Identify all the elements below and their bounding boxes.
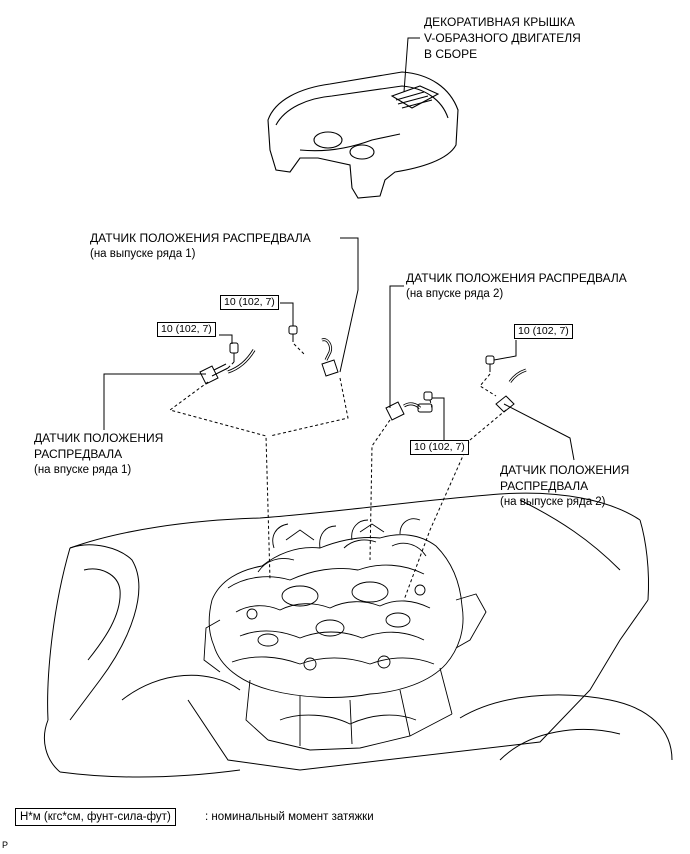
- sensor-intake-bank1-label: ДАТЧИК ПОЛОЖЕНИЯ РАСПРЕДВАЛА (на впуске …: [34, 430, 163, 478]
- engine-cover-illustration: [268, 72, 458, 198]
- engine-block-illustration: [204, 519, 486, 750]
- engine-cover-label-line1: ДЕКОРАТИВНАЯ КРЫШКА: [424, 15, 575, 29]
- sensor-exhaust-bank1-part: [289, 326, 338, 376]
- sensor-exhaust-bank1-label: ДАТЧИК ПОЛОЖЕНИЯ РАСПРЕДВАЛА (на выпуске…: [90, 230, 311, 262]
- sensor-exhaust-bank2-sub: (на выпуске ряда 2): [500, 496, 606, 508]
- sensor-intake-bank2-sub: (на впуске ряда 2): [406, 288, 504, 300]
- sensor-intake-bank2-title: ДАТЧИК ПОЛОЖЕНИЯ РАСПРЕДВАЛА: [406, 271, 627, 285]
- sensor-intake-bank1-title2: РАСПРЕДВАЛА: [34, 447, 123, 461]
- leader-exhaust-bank2: [504, 404, 574, 460]
- engine-cover-label-line3: В СБОРЕ: [424, 47, 478, 61]
- leader-bolt-exhaust-bank2: [494, 340, 516, 360]
- leader-bolt-exhaust-bank1: [280, 303, 293, 326]
- torque-box-exhaust-bank2: 10 (102, 7): [514, 324, 573, 339]
- sensor-intake-bank2-part: [386, 392, 432, 420]
- sensor-intake-bank1-sub: (на впуске ряда 1): [34, 464, 132, 476]
- leader-bolt-intake-bank2: [432, 398, 444, 440]
- sensor-exhaust-bank2-label: ДАТЧИК ПОЛОЖЕНИЯ РАСПРЕДВАЛА (на выпуске…: [500, 462, 629, 510]
- engine-cover-label: ДЕКОРАТИВНАЯ КРЫШКА V-ОБРАЗНОГО ДВИГАТЕЛ…: [424, 14, 581, 62]
- engine-cover-leader: [404, 38, 420, 92]
- leader-exhaust-bank1: [340, 238, 358, 372]
- sensor-intake-bank2-label: ДАТЧИК ПОЛОЖЕНИЯ РАСПРЕДВАЛА (на впуске …: [406, 270, 627, 302]
- leader-intake-bank2: [390, 286, 404, 408]
- sensor-exhaust-bank1-sub: (на выпуске ряда 1): [90, 248, 196, 260]
- sensor-intake-bank1-title1: ДАТЧИК ПОЛОЖЕНИЯ: [34, 431, 164, 445]
- torque-box-intake-bank1: 10 (102, 7): [157, 322, 216, 337]
- sensor-exhaust-bank2-title2: РАСПРЕДВАЛА: [500, 479, 589, 493]
- sensor-exhaust-bank2-title1: ДАТЧИК ПОЛОЖЕНИЯ: [500, 463, 630, 477]
- torque-box-intake-bank2: 10 (102, 7): [410, 440, 469, 455]
- leader-intake-bank1: [104, 374, 206, 430]
- vehicle-body-illustration: [44, 493, 672, 777]
- legend-units-box: Н*м (кгс*см, фунт-сила-фут): [15, 808, 176, 826]
- sensor-exhaust-bank1-title: ДАТЧИК ПОЛОЖЕНИЯ РАСПРЕДВАЛА: [90, 231, 311, 245]
- engine-cover-label-line2: V-ОБРАЗНОГО ДВИГАТЕЛЯ: [424, 31, 581, 45]
- sensor-exhaust-bank2-part: [486, 356, 526, 412]
- legend-description: : номинальный момент затяжки: [205, 811, 374, 823]
- sensor-intake-bank1-part: [200, 343, 254, 384]
- torque-box-exhaust-bank1: 10 (102, 7): [220, 295, 279, 310]
- leader-bolt-intake-bank1: [219, 335, 232, 344]
- installation-lines: [170, 344, 506, 600]
- corner-code: P: [2, 840, 9, 850]
